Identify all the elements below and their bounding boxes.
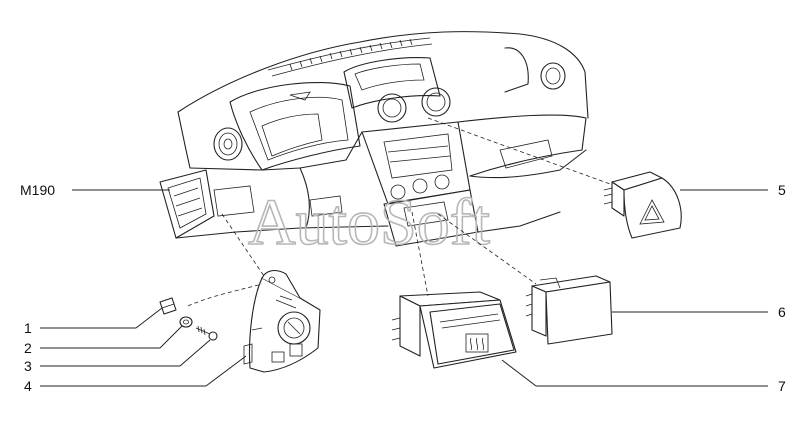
light-switch-part-4	[243, 269, 321, 373]
callout-label-2: 2	[24, 340, 32, 356]
callout-label-1: 1	[24, 320, 32, 336]
washer-part-2	[179, 316, 193, 328]
watermark-text: AutoSoft	[248, 186, 490, 259]
warning-triangle-icon	[639, 199, 665, 225]
callout-label-6: 6	[778, 304, 786, 320]
callout-label-7: 7	[778, 378, 786, 394]
rear-window-heater-icon	[465, 333, 489, 353]
dashboard-assembly	[159, 31, 589, 247]
switch-blank-part-6	[525, 275, 613, 345]
callout-label-5: 5	[778, 182, 786, 198]
rear-defrost-switch-part-7	[391, 291, 517, 369]
screw-part-3	[195, 325, 218, 341]
callout-label-3: 3	[24, 358, 32, 374]
hazard-switch-part-5	[603, 171, 682, 239]
callout-label-m190: M190	[20, 182, 55, 198]
clip-part-1	[159, 297, 177, 315]
callout-label-4: 4	[24, 378, 32, 394]
